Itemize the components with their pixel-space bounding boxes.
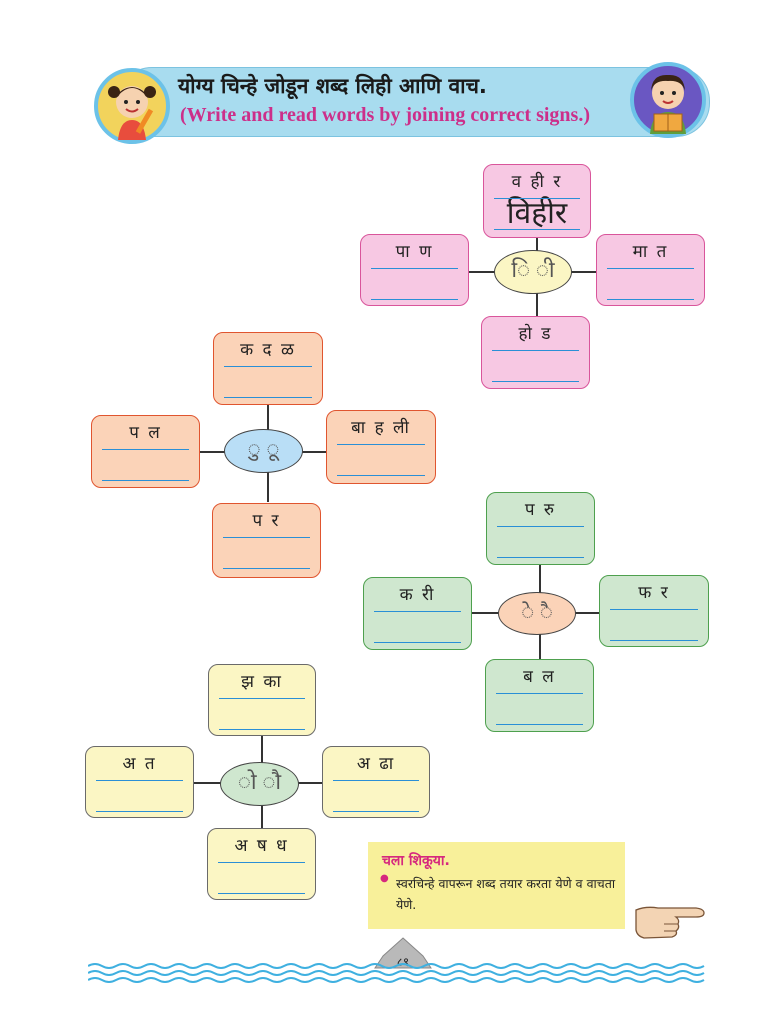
learning-note: [368, 842, 625, 929]
letters: व ही र: [511, 172, 563, 192]
bullet-icon: ●: [380, 873, 389, 884]
sign-oval: ु ू: [224, 429, 303, 473]
word-box-left[interactable]: पा ण: [360, 234, 469, 306]
writing-line: [333, 811, 419, 812]
boy-reading-book-icon: [630, 62, 706, 138]
letters: मा त: [632, 242, 669, 262]
writing-line: [337, 475, 425, 476]
writing-line: [610, 640, 698, 641]
writing-line: [96, 780, 183, 781]
writing-line: [607, 299, 694, 300]
writing-line: [371, 299, 458, 300]
girl-with-pencil-icon: [94, 68, 170, 144]
word-box-left[interactable]: अ त: [85, 746, 194, 818]
letters: क री: [399, 585, 436, 605]
sign-oval: ि ी: [494, 250, 572, 294]
writing-line: [224, 366, 312, 367]
writing-line: [333, 780, 419, 781]
letters: अ त: [122, 754, 157, 774]
wave-border-icon: [87, 960, 710, 990]
page-title-english: (Write and read words by joining correct…: [180, 104, 590, 126]
word-box-bottom[interactable]: अ ष ध: [207, 828, 316, 900]
word-box-bottom[interactable]: प र: [212, 503, 321, 578]
writing-line: [223, 568, 310, 569]
writing-line: [219, 698, 305, 699]
writing-line: [497, 557, 584, 558]
letters: फ र: [638, 583, 670, 603]
header-banner: [118, 67, 710, 137]
writing-line: [492, 381, 579, 382]
note-text: स्वरचिन्हे वापरून शब्द तयार करता येणे व …: [396, 876, 616, 912]
letters: बा ह ली: [351, 418, 411, 438]
word-box-left[interactable]: क री: [363, 577, 472, 650]
word-box-right[interactable]: बा ह ली: [326, 410, 436, 484]
letters: प रु: [524, 500, 557, 520]
writing-line: [102, 449, 189, 450]
page-number-badge: [373, 936, 433, 974]
writing-line: [610, 609, 698, 610]
word-box-right[interactable]: फ र: [599, 575, 709, 647]
letters: झ का: [241, 672, 283, 692]
writing-line: [496, 724, 583, 725]
sign-oval: ो ौ: [220, 762, 299, 806]
writing-line: [374, 611, 461, 612]
writing-line: [497, 526, 584, 527]
writing-line: [494, 198, 580, 199]
word-box-right[interactable]: मा त: [596, 234, 705, 306]
letters: पा ण: [395, 242, 434, 262]
word-box-left[interactable]: प ल: [91, 415, 200, 488]
writing-line: [96, 811, 183, 812]
letters: अ ढा: [356, 754, 396, 774]
letters: अ ष ध: [234, 836, 289, 856]
written-word: विहीर: [506, 196, 568, 231]
writing-line: [218, 893, 305, 894]
letters: ब ल: [523, 667, 556, 687]
writing-line: [219, 729, 305, 730]
note-title: चला शिकूया.: [382, 853, 450, 869]
letters: क द ळ: [240, 340, 296, 360]
word-box-right[interactable]: अ ढा: [322, 746, 430, 818]
word-box-bottom[interactable]: ब ल: [485, 659, 594, 732]
word-box-top[interactable]: क द ळ: [213, 332, 323, 405]
letters: प ल: [129, 423, 162, 443]
writing-line: [374, 642, 461, 643]
writing-line: [337, 444, 425, 445]
writing-line: [223, 537, 310, 538]
writing-line: [102, 480, 189, 481]
word-box-top[interactable]: झ का: [208, 664, 316, 736]
letters: हो ड: [518, 324, 553, 344]
writing-line: [218, 862, 305, 863]
writing-line: [496, 693, 583, 694]
word-box-bottom[interactable]: हो ड: [481, 316, 590, 389]
word-box-top[interactable]: प रु: [486, 492, 595, 565]
page-number: ८९: [396, 955, 410, 969]
writing-line: [494, 229, 580, 230]
writing-line: [224, 397, 312, 398]
pointing-hand-icon: [634, 900, 706, 946]
writing-line: [607, 268, 694, 269]
writing-line: [492, 350, 579, 351]
writing-line: [371, 268, 458, 269]
page-title-marathi: योग्य चिन्हे जोडून शब्द लिही आणि वाच.: [178, 74, 487, 98]
letters: प र: [252, 511, 281, 531]
word-box-top[interactable]: व ही र विहीर: [483, 164, 591, 238]
sign-oval: े ै: [498, 592, 576, 635]
